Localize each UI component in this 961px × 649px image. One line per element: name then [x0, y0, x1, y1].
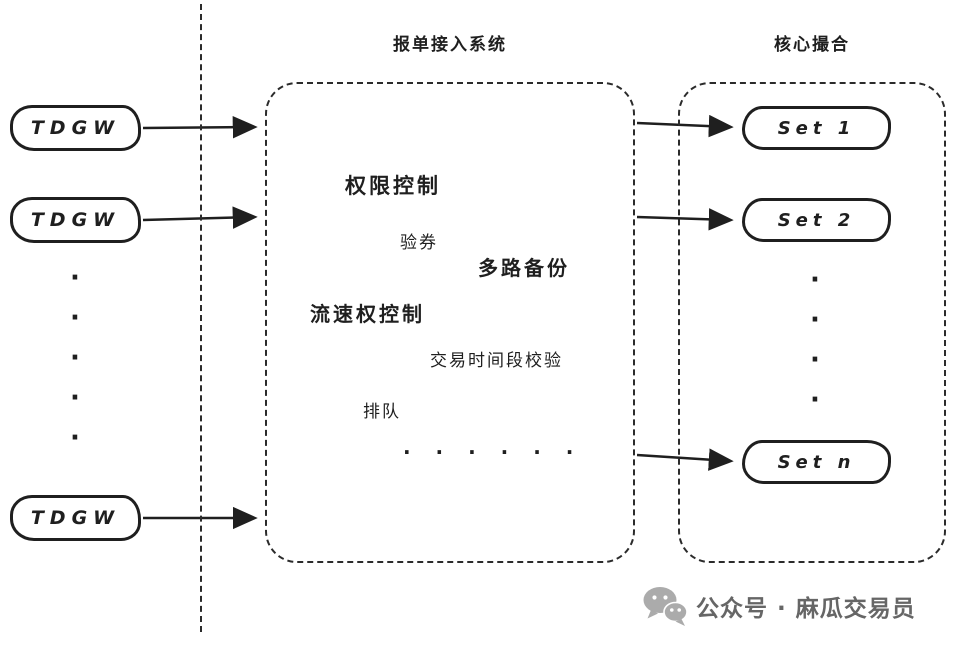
- label-queueing: 排队: [363, 402, 401, 422]
- tdgw-node-2: TDGW: [10, 197, 141, 243]
- wechat-icon: [643, 587, 688, 626]
- arrow-tdgw2-to-system: [142, 206, 258, 229]
- order-entry-system-title: 报单接入系统: [393, 35, 507, 55]
- right-ellipsis: · · · ·: [810, 265, 820, 415]
- set-node-n: Set n: [742, 440, 891, 484]
- left-ellipsis: · · · · ·: [70, 263, 80, 453]
- core-matching-box: [678, 82, 946, 563]
- set-node-2-label: Set 2: [777, 209, 856, 231]
- tdgw-node-1-label: TDGW: [30, 117, 121, 139]
- set-node-1: Set 1: [742, 106, 891, 150]
- tdgw-node-2-label: TDGW: [30, 209, 121, 231]
- label-permission-control: 权限控制: [345, 174, 441, 198]
- label-multipath-backup: 多路备份: [478, 256, 570, 280]
- core-matching-title: 核心撮合: [774, 35, 850, 55]
- footer-watermark: 公众号 · 麻瓜交易员: [642, 585, 916, 627]
- set-node-2: Set 2: [742, 198, 891, 242]
- set-node-n-label: Set n: [777, 451, 856, 473]
- footer-text: 公众号 · 麻瓜交易员: [696, 596, 916, 622]
- label-trading-time-check: 交易时间段校验: [430, 351, 563, 371]
- set-node-1-label: Set 1: [777, 117, 856, 139]
- middle-ellipsis: · · · · · ·: [403, 440, 583, 464]
- tdgw-node-3-label: TDGW: [30, 507, 121, 529]
- label-flow-rate-control: 流速权控制: [310, 302, 425, 326]
- order-entry-system-box: [265, 82, 635, 563]
- tdgw-node-1: TDGW: [10, 105, 141, 151]
- arrow-tdgw1-to-system: [142, 115, 258, 139]
- label-ticket-check: 验券: [400, 233, 438, 253]
- tdgw-node-3: TDGW: [10, 495, 141, 541]
- divider-dashed-line: [200, 4, 202, 632]
